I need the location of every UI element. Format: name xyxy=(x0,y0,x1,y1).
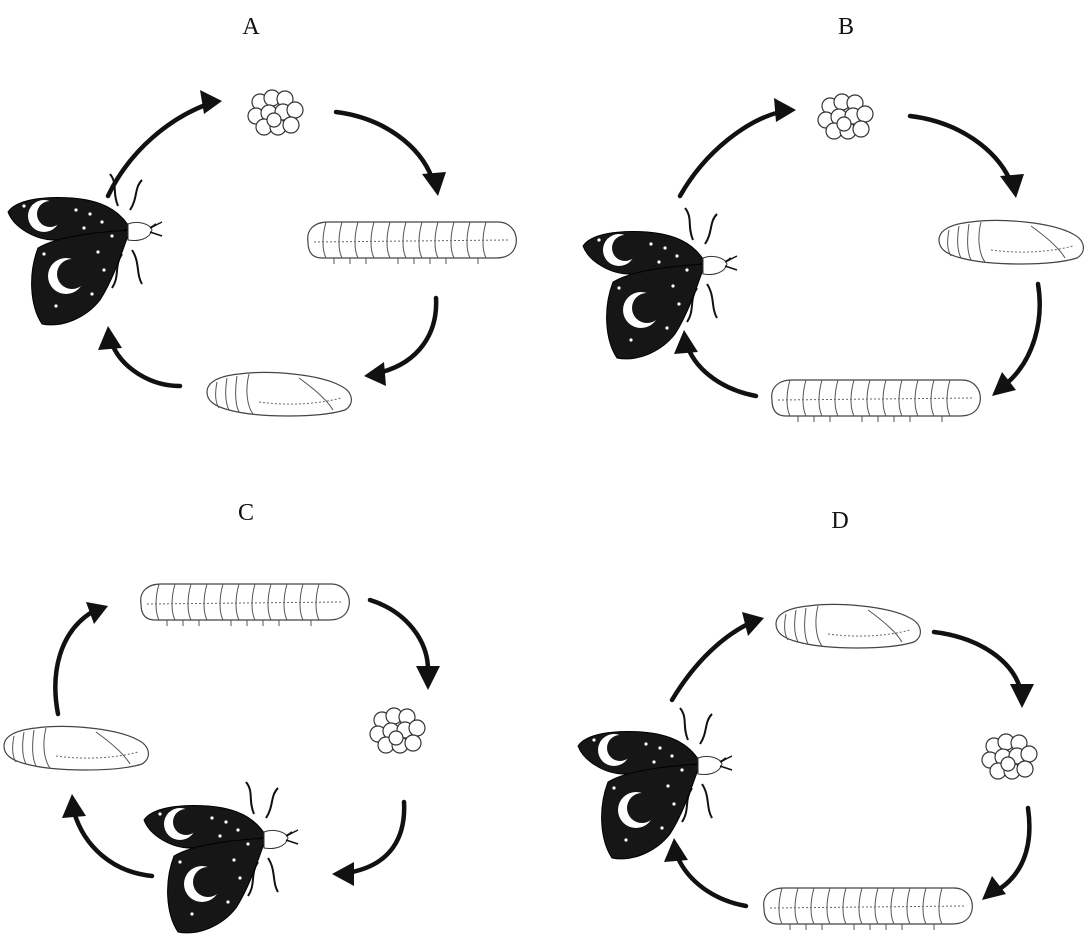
larva-stage xyxy=(772,380,981,422)
panel-label-b: B xyxy=(838,14,854,40)
eggs-stage xyxy=(248,90,303,135)
cycle-arrows xyxy=(664,612,1034,906)
larva-stage xyxy=(308,222,517,264)
panel-c: C xyxy=(4,500,440,933)
panel-a: A xyxy=(8,14,516,416)
adult-moth-stage xyxy=(578,708,732,859)
pupa-stage xyxy=(939,221,1083,265)
pupa-stage xyxy=(776,605,920,649)
larva-stage xyxy=(764,888,973,930)
eggs-stage xyxy=(982,734,1037,779)
panel-label-d: D xyxy=(831,508,848,534)
panel-label-c: C xyxy=(238,500,254,526)
adult-moth-stage xyxy=(8,174,162,325)
panel-d: D xyxy=(578,508,1037,930)
adult-moth-stage xyxy=(144,782,298,933)
adult-moth-stage xyxy=(583,208,737,359)
pupa-stage xyxy=(4,727,148,771)
eggs-stage xyxy=(818,94,873,139)
eggs-stage xyxy=(370,708,425,753)
panel-b: B xyxy=(583,14,1083,422)
panel-label-a: A xyxy=(242,14,260,40)
pupa-stage xyxy=(207,373,351,417)
larva-stage xyxy=(141,584,350,626)
